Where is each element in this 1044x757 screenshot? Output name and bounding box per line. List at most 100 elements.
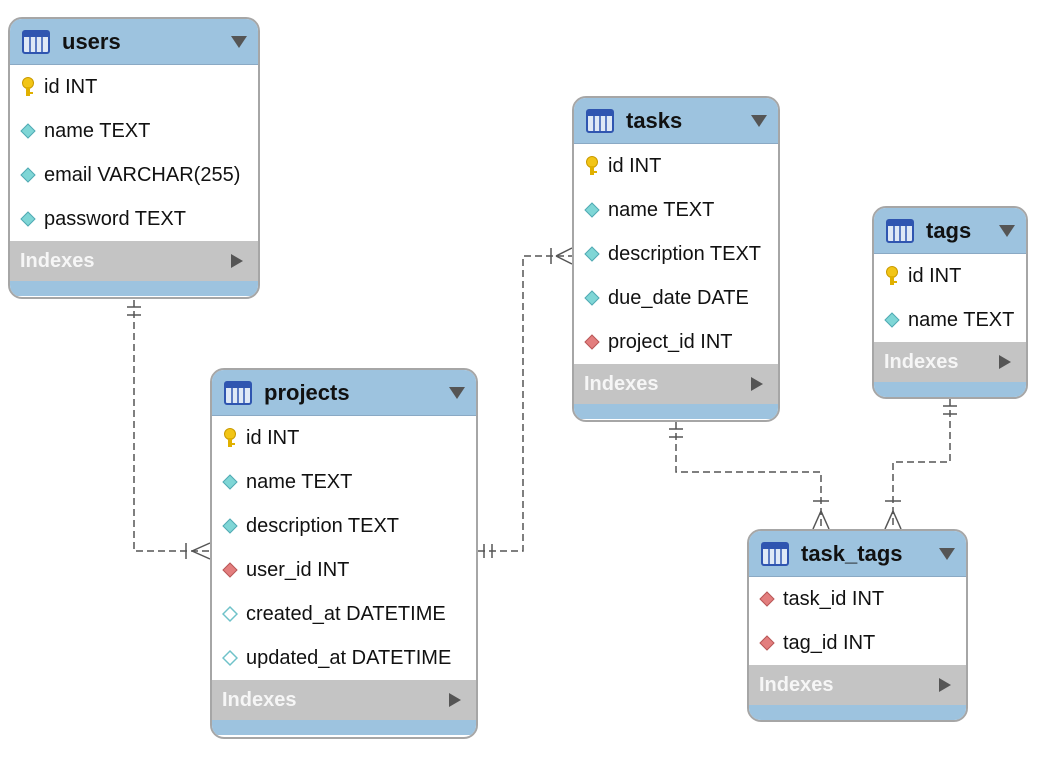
column-row[interactable]: created_at DATETIME xyxy=(212,592,476,636)
indexes-section[interactable]: Indexes xyxy=(749,665,966,705)
expand-arrow-icon[interactable] xyxy=(750,376,764,392)
column-row[interactable]: updated_at DATETIME xyxy=(212,636,476,680)
indexes-label: Indexes xyxy=(222,688,297,711)
primary-key-icon xyxy=(886,266,898,285)
column-row[interactable]: id INT xyxy=(212,416,476,460)
collapse-arrow-icon[interactable] xyxy=(230,35,248,49)
collapse-arrow-icon[interactable] xyxy=(938,547,956,561)
column-row[interactable]: email VARCHAR(255) xyxy=(10,153,258,197)
foreign-key-icon xyxy=(222,562,238,578)
column-icon xyxy=(584,202,600,218)
entity-title: projects xyxy=(264,379,350,405)
entity-header[interactable]: projects xyxy=(212,370,476,416)
entity-tags[interactable]: tags id INT name TEXT Indexes xyxy=(872,206,1028,399)
entity-footer xyxy=(212,720,476,735)
column-row[interactable]: id INT xyxy=(10,65,258,109)
entity-header[interactable]: task_tags xyxy=(749,531,966,577)
column-icon xyxy=(222,474,238,490)
entity-footer xyxy=(874,382,1026,397)
column-icon xyxy=(20,167,36,183)
one-cardinality-marker xyxy=(483,544,493,558)
column-row[interactable]: user_id INT xyxy=(212,548,476,592)
column-row[interactable]: description TEXT xyxy=(574,232,778,276)
indexes-label: Indexes xyxy=(759,673,834,696)
collapse-arrow-icon[interactable] xyxy=(998,224,1016,238)
column-name: created_at DATETIME xyxy=(246,602,446,625)
column-row[interactable]: id INT xyxy=(874,254,1026,298)
column-icon xyxy=(584,246,600,262)
relationship-projects-tasks[interactable] xyxy=(478,255,572,552)
entity-header[interactable]: tags xyxy=(874,208,1026,254)
column-row[interactable]: due_date DATE xyxy=(574,276,778,320)
nullable-column-icon xyxy=(222,605,238,623)
indexes-label: Indexes xyxy=(584,372,659,395)
column-name: project_id INT xyxy=(608,330,733,353)
column-icon xyxy=(222,518,238,534)
entity-title: users xyxy=(62,28,121,54)
entity-title: task_tags xyxy=(801,540,903,566)
one-cardinality-marker xyxy=(943,405,957,415)
column-row[interactable]: name TEXT xyxy=(874,298,1026,342)
primary-key-icon xyxy=(224,428,236,447)
table-icon xyxy=(886,218,914,243)
relationship-tasks-task-tags[interactable] xyxy=(675,422,822,529)
column-name: user_id INT xyxy=(246,558,350,581)
indexes-label: Indexes xyxy=(884,350,959,373)
many-cardinality-marker xyxy=(812,500,830,530)
entity-footer xyxy=(574,404,778,419)
column-name: id INT xyxy=(908,264,962,287)
column-name: updated_at DATETIME xyxy=(246,646,452,669)
indexes-section[interactable]: Indexes xyxy=(874,342,1026,382)
table-icon xyxy=(22,29,50,54)
entity-users[interactable]: users id INT name TEXT email VARCHAR(255… xyxy=(8,17,260,299)
many-cardinality-marker xyxy=(550,247,573,265)
foreign-key-icon xyxy=(584,334,600,350)
column-name: id INT xyxy=(608,154,662,177)
column-row[interactable]: name TEXT xyxy=(212,460,476,504)
one-cardinality-marker xyxy=(127,306,141,316)
column-name: password TEXT xyxy=(44,207,186,230)
indexes-label: Indexes xyxy=(20,249,95,272)
entity-title: tasks xyxy=(626,107,683,133)
indexes-section[interactable]: Indexes xyxy=(10,241,258,281)
table-icon xyxy=(224,380,252,405)
relationship-tags-task-tags[interactable] xyxy=(892,399,951,529)
entity-header[interactable]: users xyxy=(10,19,258,65)
column-name: name TEXT xyxy=(246,470,353,493)
indexes-section[interactable]: Indexes xyxy=(574,364,778,404)
relationship-users-projects[interactable] xyxy=(133,300,210,552)
expand-arrow-icon[interactable] xyxy=(230,253,244,269)
column-row[interactable]: id INT xyxy=(574,144,778,188)
column-icon xyxy=(584,290,600,306)
entity-tasks[interactable]: tasks id INT name TEXT description TEXT … xyxy=(572,96,780,422)
indexes-section[interactable]: Indexes xyxy=(212,680,476,720)
column-row[interactable]: password TEXT xyxy=(10,197,258,241)
column-row[interactable]: tag_id INT xyxy=(749,621,966,665)
many-cardinality-marker xyxy=(185,542,211,560)
column-name: id INT xyxy=(44,75,98,98)
one-cardinality-marker xyxy=(669,428,683,438)
column-name: name TEXT xyxy=(44,119,151,142)
column-name: due_date DATE xyxy=(608,286,749,309)
column-row[interactable]: task_id INT xyxy=(749,577,966,621)
entity-projects[interactable]: projects id INT name TEXT description TE… xyxy=(210,368,478,739)
column-row[interactable]: project_id INT xyxy=(574,320,778,364)
primary-key-icon xyxy=(22,77,34,96)
collapse-arrow-icon[interactable] xyxy=(750,114,768,128)
entity-task-tags[interactable]: task_tags task_id INT tag_id INT Indexes xyxy=(747,529,968,722)
table-icon xyxy=(761,541,789,566)
collapse-arrow-icon[interactable] xyxy=(448,386,466,400)
entity-title: tags xyxy=(926,217,972,243)
column-name: name TEXT xyxy=(908,308,1015,331)
entity-header[interactable]: tasks xyxy=(574,98,778,144)
expand-arrow-icon[interactable] xyxy=(448,692,462,708)
primary-key-icon xyxy=(586,156,598,175)
column-row[interactable]: description TEXT xyxy=(212,504,476,548)
expand-arrow-icon[interactable] xyxy=(938,677,952,693)
column-row[interactable]: name TEXT xyxy=(10,109,258,153)
column-icon xyxy=(20,211,36,227)
expand-arrow-icon[interactable] xyxy=(998,354,1012,370)
table-icon xyxy=(586,108,614,133)
column-row[interactable]: name TEXT xyxy=(574,188,778,232)
